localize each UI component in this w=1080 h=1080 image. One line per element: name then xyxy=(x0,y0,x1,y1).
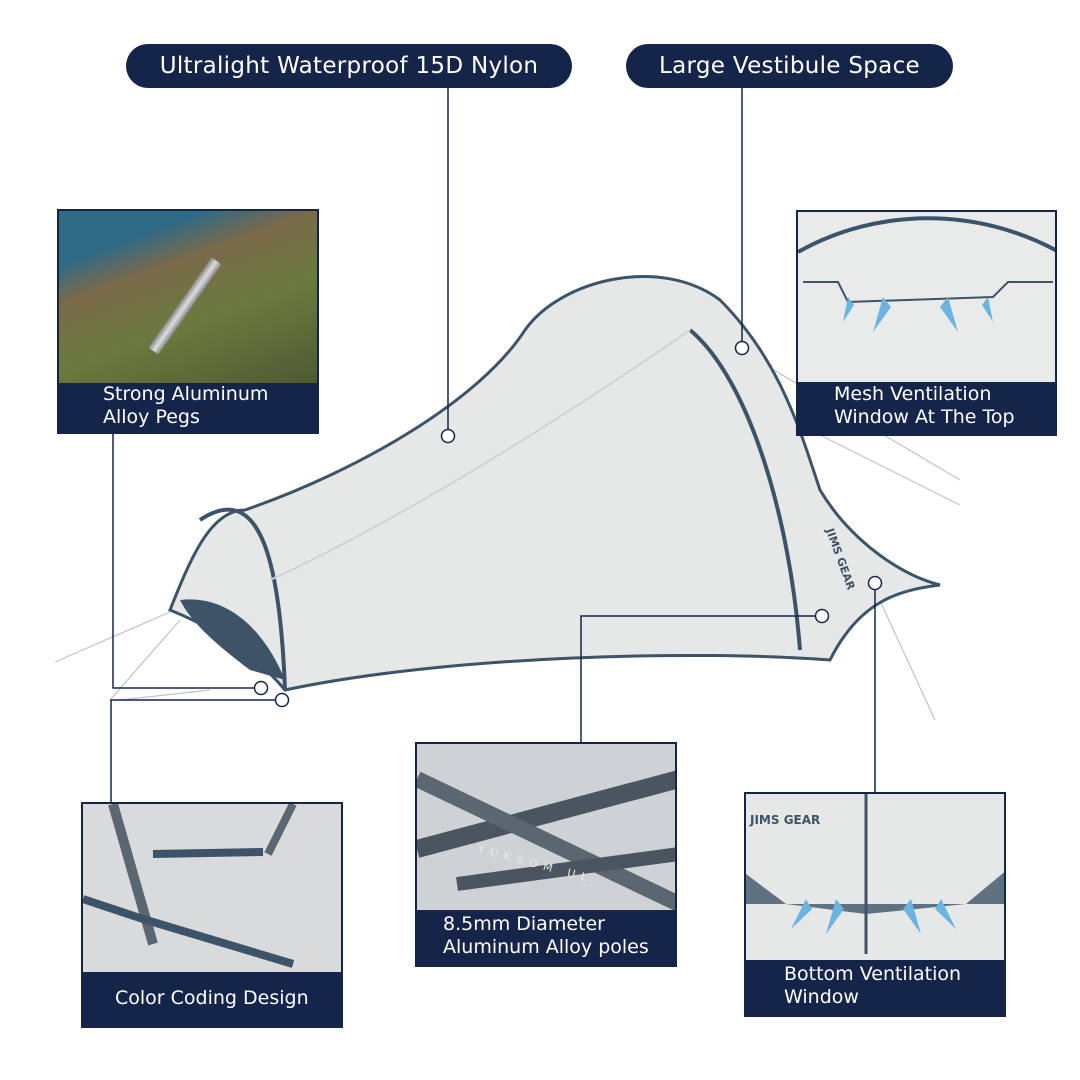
vent-label-1: Bottom Ventilation xyxy=(784,962,962,985)
color-coding-label: Color Coding Design xyxy=(115,986,309,1009)
vent-logo: JIMS GEAR xyxy=(749,813,820,827)
poles-photo: YUKSOM UL xyxy=(417,744,675,911)
callout-dot-color xyxy=(274,692,290,708)
callout-dot-pegs xyxy=(253,680,269,696)
panel-mesh: Mesh Ventilation Window At The Top xyxy=(796,210,1057,436)
callout-nylon: Ultralight Waterproof 15D Nylon xyxy=(126,44,572,88)
tent-fly xyxy=(168,275,941,692)
callout-vestibule-text: Large Vestibule Space xyxy=(659,53,920,79)
callout-dot-nylon xyxy=(440,428,456,444)
callout-dot-vestibule xyxy=(734,340,750,356)
mesh-label-1: Mesh Ventilation xyxy=(834,383,992,405)
callout-nylon-text: Ultralight Waterproof 15D Nylon xyxy=(159,53,539,79)
poles-label-1: 8.5mm Diameter xyxy=(443,912,605,935)
panel-poles: YUKSOM UL 8.5mm Diameter Aluminum Alloy … xyxy=(415,742,677,967)
panel-bottom-vent: JIMS GEAR Bottom Ventilation Window xyxy=(744,792,1006,1017)
panel-pegs: Strong Aluminum Alloy Pegs xyxy=(57,209,319,434)
callout-vestibule: Large Vestibule Space xyxy=(626,44,953,88)
color-coding-photo xyxy=(83,804,341,972)
pegs-label-2: Alloy Pegs xyxy=(103,405,200,428)
pegs-label-1: Strong Aluminum xyxy=(103,382,269,405)
callout-dot-poles xyxy=(814,608,830,624)
panel-color-coding: Color Coding Design xyxy=(81,802,343,1028)
poles-label-2: Aluminum Alloy poles xyxy=(443,935,649,958)
vent-label-2: Window xyxy=(784,985,859,1008)
mesh-photo xyxy=(798,212,1055,382)
bottom-vent-photo: JIMS GEAR xyxy=(746,794,1004,960)
callout-dot-vent xyxy=(867,575,883,591)
pegs-photo xyxy=(59,211,317,383)
mesh-label-2: Window At The Top xyxy=(834,406,1015,428)
